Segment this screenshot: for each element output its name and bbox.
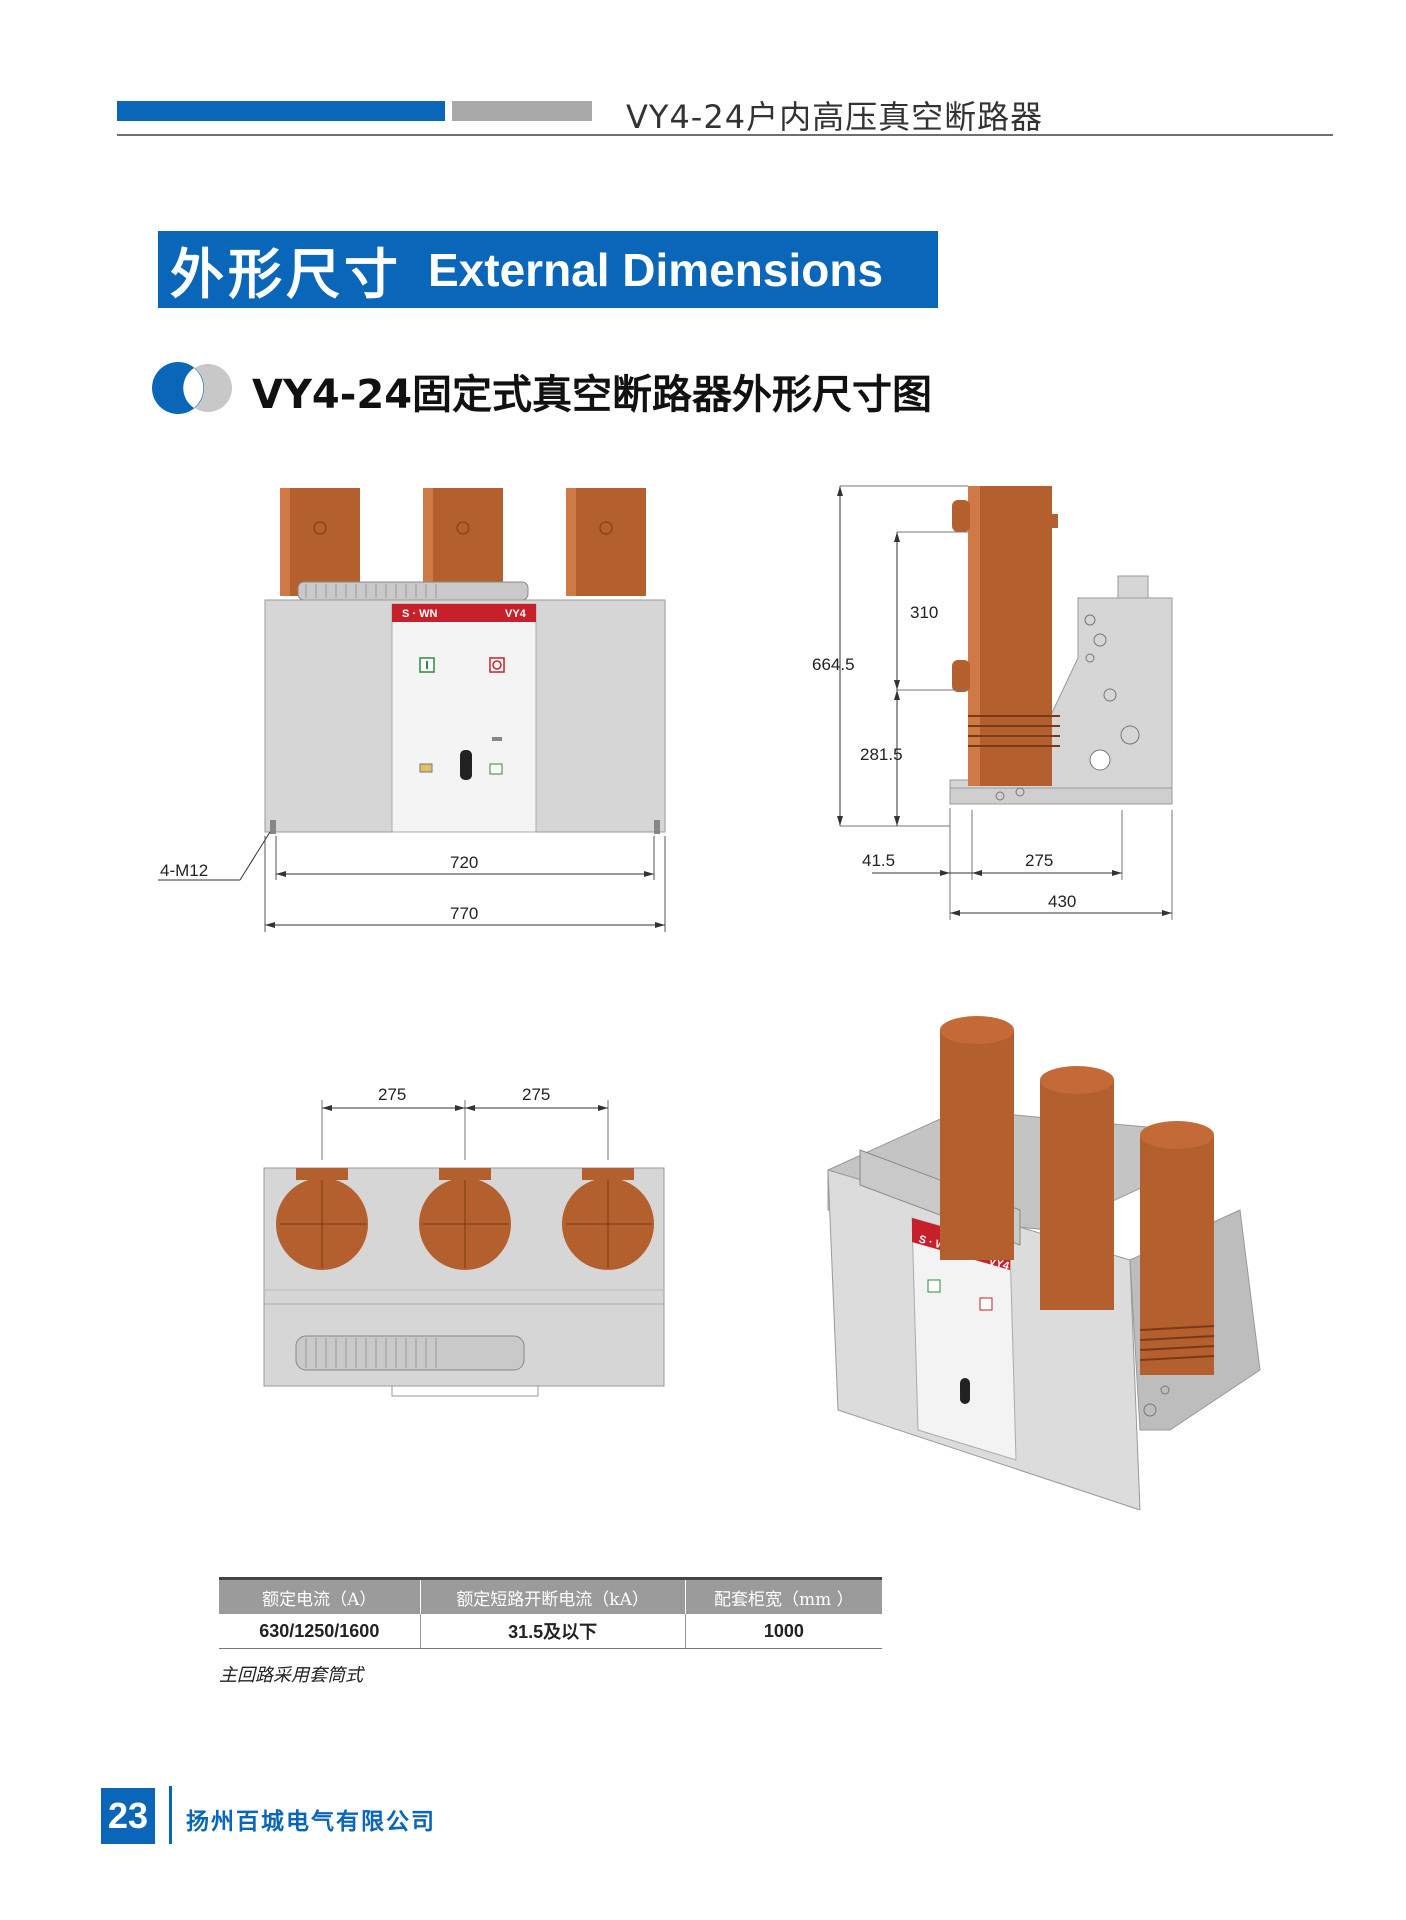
dim-430: 430: [1048, 892, 1076, 911]
section-banner: 外形尺寸 External Dimensions: [158, 231, 938, 308]
dim-281-5: 281.5: [860, 745, 903, 764]
banner-title-en: External Dimensions: [428, 243, 884, 296]
dim-41-5: 41.5: [862, 851, 895, 870]
banner-title-cn: 外形尺寸: [170, 243, 402, 306]
counter-slot: [460, 750, 472, 780]
header-blue-bar: [117, 101, 445, 121]
dim-770: 770: [450, 904, 478, 923]
spec-table: 额定电流（A） 额定短路开断电流（kA） 配套柜宽（mm ） 630/1250/…: [219, 1580, 882, 1649]
dim-pitch-1: 275: [378, 1085, 406, 1104]
dim-310: 310: [910, 603, 938, 622]
iso-bushings: [940, 1016, 1215, 1375]
side-view-drawing: 664.5 310 281.5 41.5 275 430: [812, 485, 1173, 920]
table-top-rule: [219, 1577, 882, 1580]
table-header-breaking: 额定短路开断电流（kA）: [420, 1580, 686, 1614]
table-cell-breaking: 31.5及以下: [420, 1614, 686, 1649]
drawing-title: VY4-24固定式真空断路器外形尺寸图: [252, 372, 933, 418]
table-row: 630/1250/1600 31.5及以下 1000: [219, 1614, 882, 1649]
table-header-row: 额定电流（A） 额定短路开断电流（kA） 配套柜宽（mm ）: [219, 1580, 882, 1614]
dim-275-side: 275: [1025, 851, 1053, 870]
header-title: VY4-24户内高压真空断路器: [626, 98, 1044, 136]
front-control-panel: [391, 603, 537, 833]
open-indicator-icon: [489, 657, 505, 673]
front-panel-model: VY4: [505, 608, 527, 620]
front-panel-brand: S · WN: [402, 608, 437, 620]
header-gray-bar: [452, 101, 592, 121]
header-rule: [117, 134, 1333, 136]
subtitle-circles-icon: [152, 362, 232, 414]
company-name: 扬州百城电气有限公司: [186, 1809, 436, 1835]
top-bushings: [276, 1168, 654, 1270]
footer-divider: [169, 1786, 172, 1844]
front-bushings: [280, 488, 646, 596]
bolt-label: 4-M12: [160, 861, 208, 880]
side-bushing: [968, 486, 1052, 786]
front-view-drawing: S · WN VY4 4-M12 720 770: [158, 488, 666, 932]
table-note: 主回路采用套筒式: [219, 1665, 363, 1686]
isometric-view-drawing: S · WN VY4: [827, 1016, 1261, 1510]
table-cell-width: 1000: [685, 1614, 882, 1649]
top-view-drawing: 275 275: [263, 1085, 665, 1397]
table-header-width: 配套柜宽（mm ）: [685, 1580, 882, 1614]
dim-664-5: 664.5: [812, 655, 855, 674]
dim-720: 720: [450, 853, 478, 872]
table-header-current: 额定电流（A）: [219, 1580, 421, 1614]
dim-pitch-2: 275: [522, 1085, 550, 1104]
page-number: 23: [101, 1788, 155, 1844]
table-cell-current: 630/1250/1600: [219, 1614, 421, 1649]
